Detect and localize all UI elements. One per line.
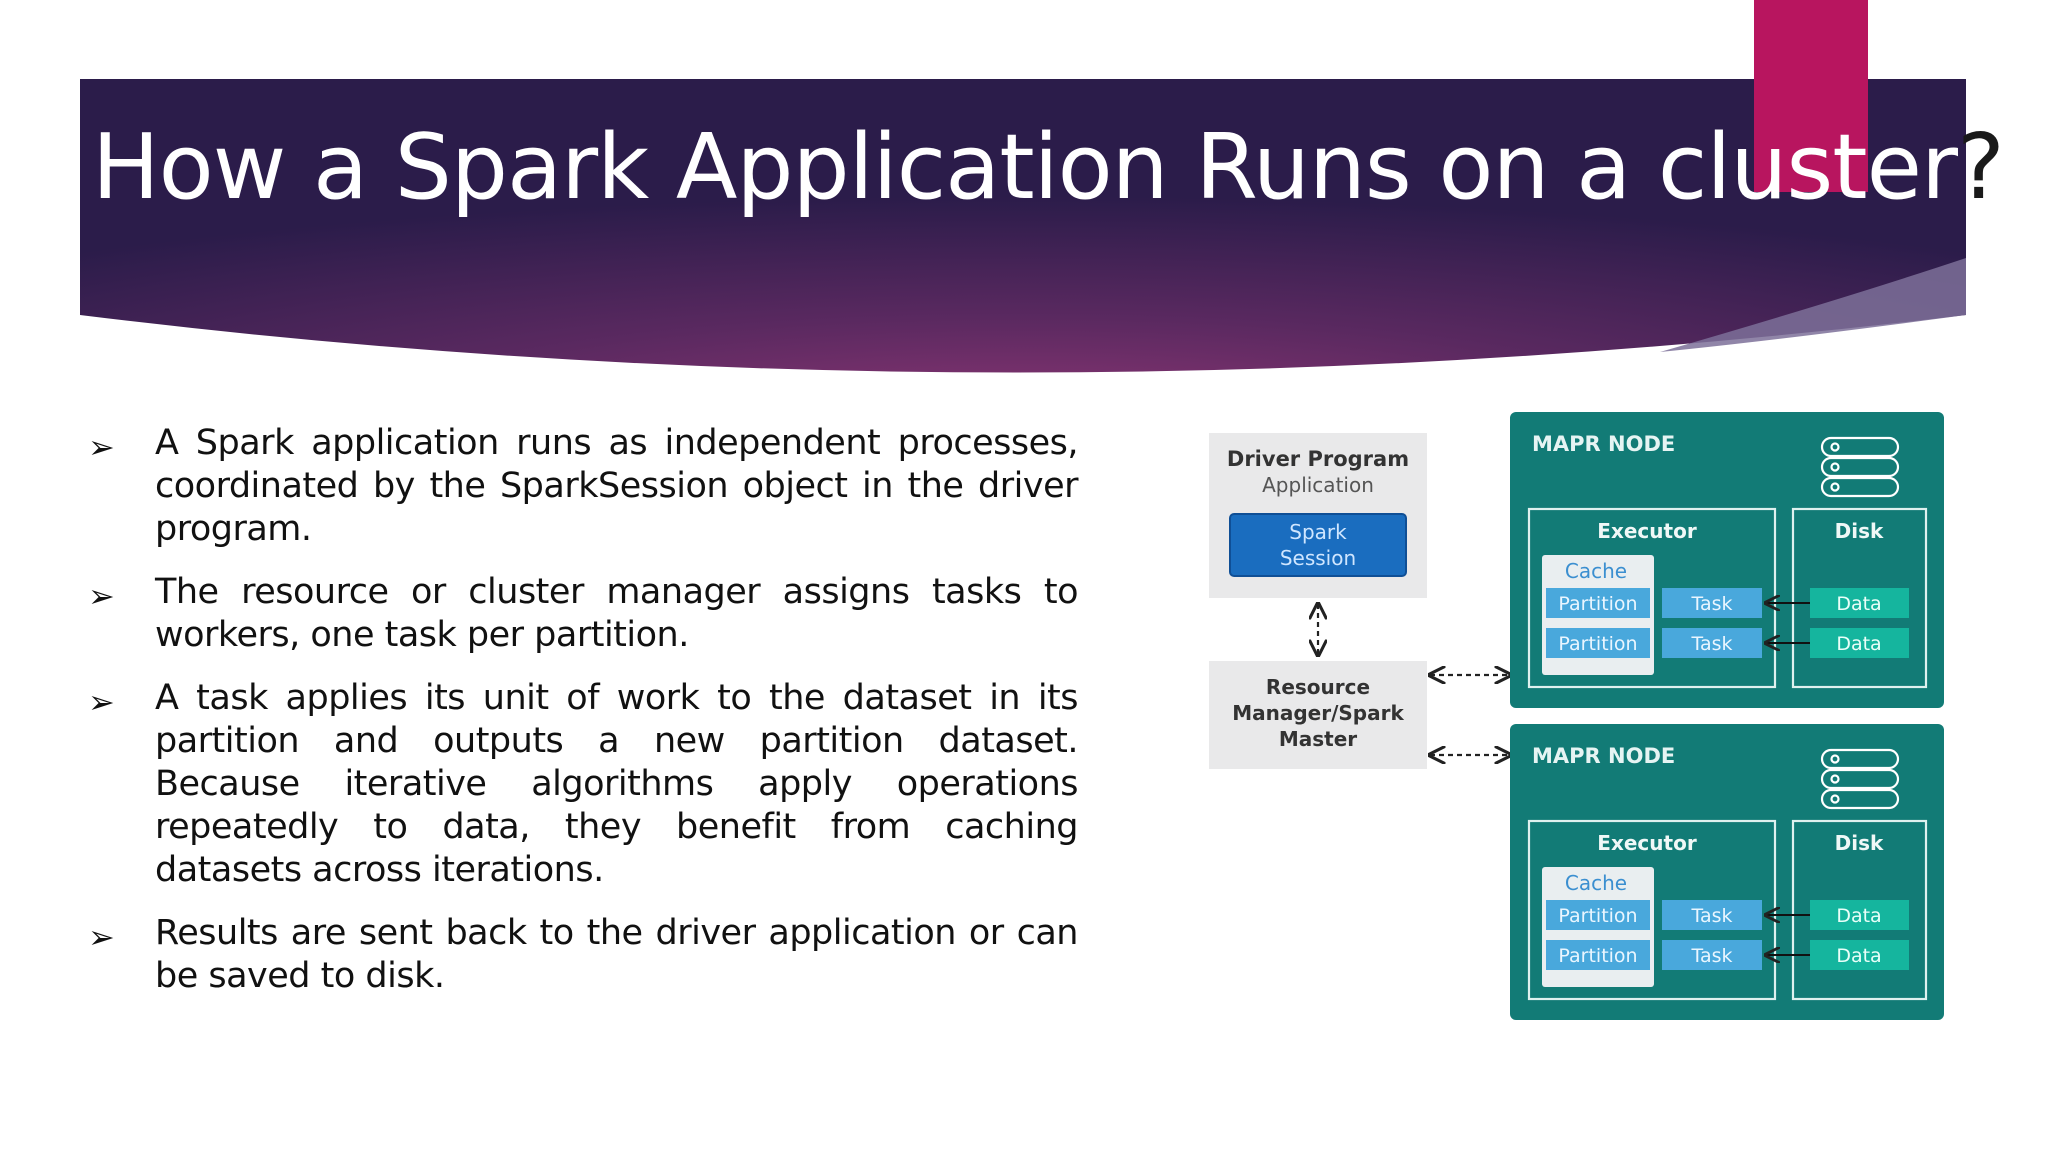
partition-label: Partition [1558,633,1637,655]
resource-manager-line3: Master [1279,727,1357,751]
task-label: Task [1690,633,1732,655]
title-question-mark: ? [1956,115,2005,220]
task-label: Task [1690,945,1732,967]
data-label: Data [1836,945,1881,967]
arrow-bullet-icon: ➢ [88,578,115,614]
bullet-text: A task applies its unit of work to the d… [155,678,1079,890]
accent-tab [1754,0,1868,192]
spark-cluster-diagram: Driver Program Application Spark Session… [1209,412,1944,1020]
bullet-text: The resource or cluster manager assigns … [155,572,1079,655]
bullet-item: ➢ A task applies its unit of work to the… [88,677,1079,892]
driver-program-subtitle: Application [1262,473,1374,497]
disk-label: Disk [1835,831,1884,855]
title-banner [80,79,1966,373]
bullet-item: ➢ Results are sent back to the driver ap… [88,912,1079,998]
spark-session-line1: Spark [1289,520,1347,544]
mapr-node: MAPR NODE Executor Cache Partition Parti… [1510,724,1944,1020]
data-label: Data [1836,633,1881,655]
slide-title: How a Spark Application Runs on a cluste… [92,115,2005,220]
executor-box: Executor Cache Partition Partition Task … [1527,507,1777,689]
executor-box: Executor Cache Partition Partition Task … [1527,819,1777,1001]
spark-session-line2: Session [1280,546,1356,570]
title-text: How a Spark Application Runs on a cluste… [92,115,1958,220]
database-icon [1820,436,1900,498]
data-label: Data [1836,905,1881,927]
arrow-bullet-icon: ➢ [88,919,115,955]
bullet-item: ➢ The resource or cluster manager assign… [88,571,1079,657]
cache-label: Cache [1565,871,1627,895]
disk-label: Disk [1835,519,1884,543]
resource-manager-line1: Resource [1266,675,1370,699]
bullet-item: ➢ A Spark application runs as independen… [88,422,1079,551]
arrow-bullet-icon: ➢ [88,684,115,720]
partition-label: Partition [1558,945,1637,967]
partition-label: Partition [1558,593,1637,615]
spark-session-box: Spark Session [1229,513,1407,577]
arrow-bullet-icon: ➢ [88,429,115,465]
disk-box: Disk Data Data [1791,507,1928,689]
data-label: Data [1836,593,1881,615]
task-label: Task [1690,905,1732,927]
partition-label: Partition [1558,905,1637,927]
driver-program-box: Driver Program Application Spark Session [1209,433,1427,598]
mapr-node: MAPR NODE Executor Cache Partition Parti… [1510,412,1944,708]
bullet-text: A Spark application runs as independent … [155,423,1079,549]
executor-label: Executor [1597,831,1697,855]
mapr-node-label: MAPR NODE [1532,432,1675,456]
cache-label: Cache [1565,559,1627,583]
driver-program-title: Driver Program [1227,447,1409,471]
task-label: Task [1690,593,1732,615]
disk-box: Disk Data Data [1791,819,1928,1001]
resource-manager-line2: Manager/Spark [1232,701,1404,725]
bullet-text: Results are sent back to the driver appl… [155,913,1079,996]
executor-label: Executor [1597,519,1697,543]
database-icon [1820,748,1900,810]
bullet-list: ➢ A Spark application runs as independen… [88,422,1079,1018]
resource-manager-box: Resource Manager/Spark Master [1209,661,1427,769]
mapr-node-label: MAPR NODE [1532,744,1675,768]
